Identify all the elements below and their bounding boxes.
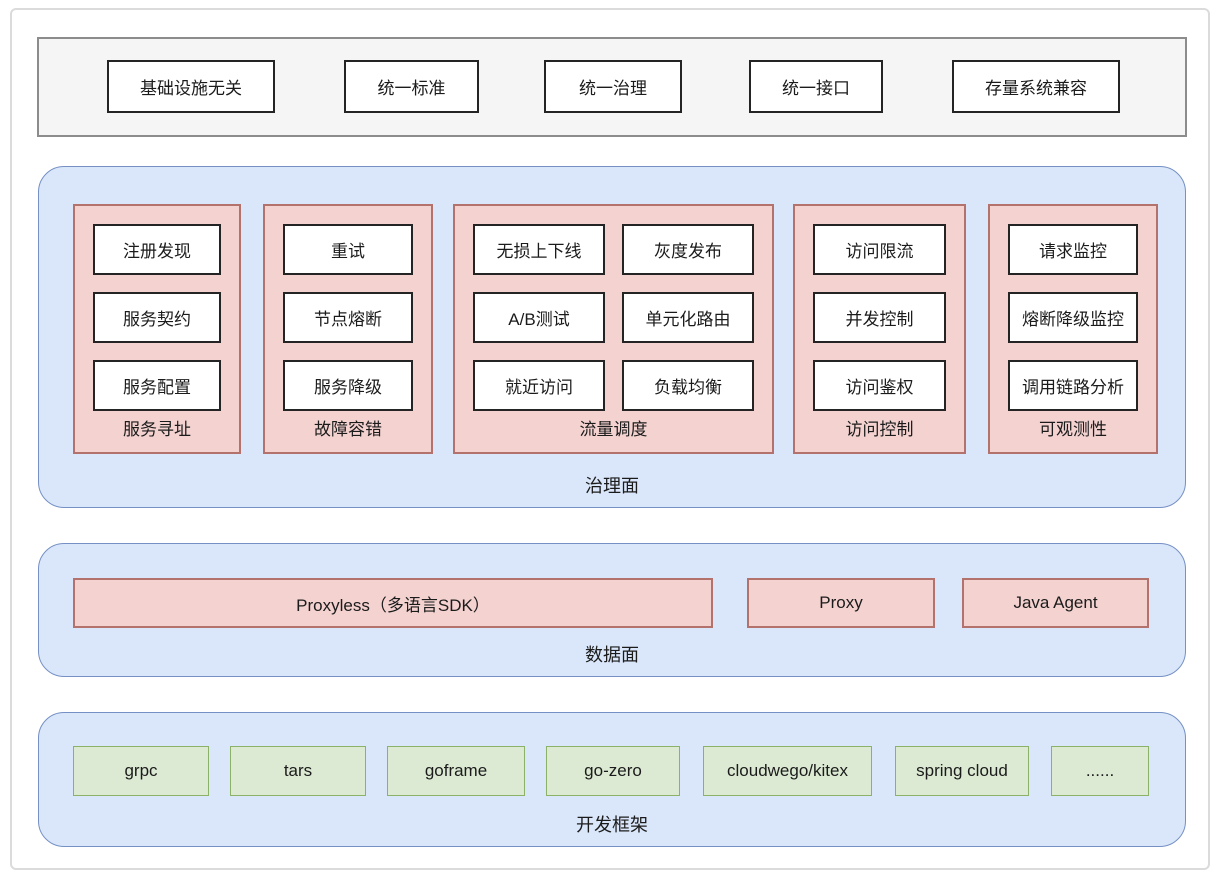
data-plane: Proxyless（多语言SDK） Proxy Java Agent 数据面 (38, 543, 1186, 677)
group-label: 可观测性 (1039, 420, 1107, 439)
dataplane-box-java-agent: Java Agent (962, 578, 1149, 628)
governance-plane-label: 治理面 (585, 476, 639, 496)
group-label: 流量调度 (579, 420, 648, 439)
capability-box: 节点熔断 (283, 292, 413, 343)
group-label: 服务寻址 (123, 420, 191, 439)
framework-box: grpc (73, 746, 209, 796)
framework-box: goframe (387, 746, 525, 796)
capability-box: 访问限流 (813, 224, 946, 275)
governance-plane: 注册发现 服务契约 服务配置 服务寻址 重试 节点熔断 服务降级 故障容错 无损… (38, 166, 1186, 508)
capability-box: 服务契约 (93, 292, 221, 343)
dataplane-box-proxy: Proxy (747, 578, 935, 628)
principle-box: 基础设施无关 (107, 60, 275, 113)
group-fault-tolerance: 重试 节点熔断 服务降级 故障容错 (263, 204, 433, 454)
group-service-addressing: 注册发现 服务契约 服务配置 服务寻址 (73, 204, 241, 454)
capability-box: 并发控制 (813, 292, 946, 343)
capability-box: 负载均衡 (622, 360, 754, 411)
framework-box: tars (230, 746, 366, 796)
principle-box: 统一标准 (344, 60, 479, 113)
capability-box: 注册发现 (93, 224, 221, 275)
capability-box: 熔断降级监控 (1008, 292, 1138, 343)
group-access-control: 访问限流 并发控制 访问鉴权 访问控制 (793, 204, 966, 454)
group-traffic-scheduling: 无损上下线 灰度发布 A/B测试 单元化路由 就近访问 负载均衡 流量调度 (453, 204, 774, 454)
principles-bar: 基础设施无关 统一标准 统一治理 统一接口 存量系统兼容 (37, 37, 1187, 137)
capability-box: 服务配置 (93, 360, 221, 411)
capability-box: 无损上下线 (473, 224, 605, 275)
capability-box: 访问鉴权 (813, 360, 946, 411)
capability-box: 调用链路分析 (1008, 360, 1138, 411)
framework-box: spring cloud (895, 746, 1029, 796)
framework-box: go-zero (546, 746, 680, 796)
principle-box: 存量系统兼容 (952, 60, 1120, 113)
group-label: 访问控制 (845, 420, 914, 439)
capability-box: A/B测试 (473, 292, 605, 343)
frameworks-plane-label: 开发框架 (576, 815, 648, 835)
principle-box: 统一接口 (749, 60, 883, 113)
capability-box: 单元化路由 (622, 292, 754, 343)
framework-box: ...... (1051, 746, 1149, 796)
data-plane-label: 数据面 (585, 645, 639, 665)
frameworks-plane: grpc tars goframe go-zero cloudwego/kite… (38, 712, 1186, 847)
diagram-border (10, 8, 1210, 870)
capability-box: 重试 (283, 224, 413, 275)
group-label: 故障容错 (314, 420, 382, 439)
capability-box: 服务降级 (283, 360, 413, 411)
principle-box: 统一治理 (544, 60, 682, 113)
group-observability: 请求监控 熔断降级监控 调用链路分析 可观测性 (988, 204, 1158, 454)
capability-box: 请求监控 (1008, 224, 1138, 275)
framework-box: cloudwego/kitex (703, 746, 872, 796)
capability-box: 灰度发布 (622, 224, 754, 275)
dataplane-box-proxyless: Proxyless（多语言SDK） (73, 578, 713, 628)
capability-box: 就近访问 (473, 360, 605, 411)
